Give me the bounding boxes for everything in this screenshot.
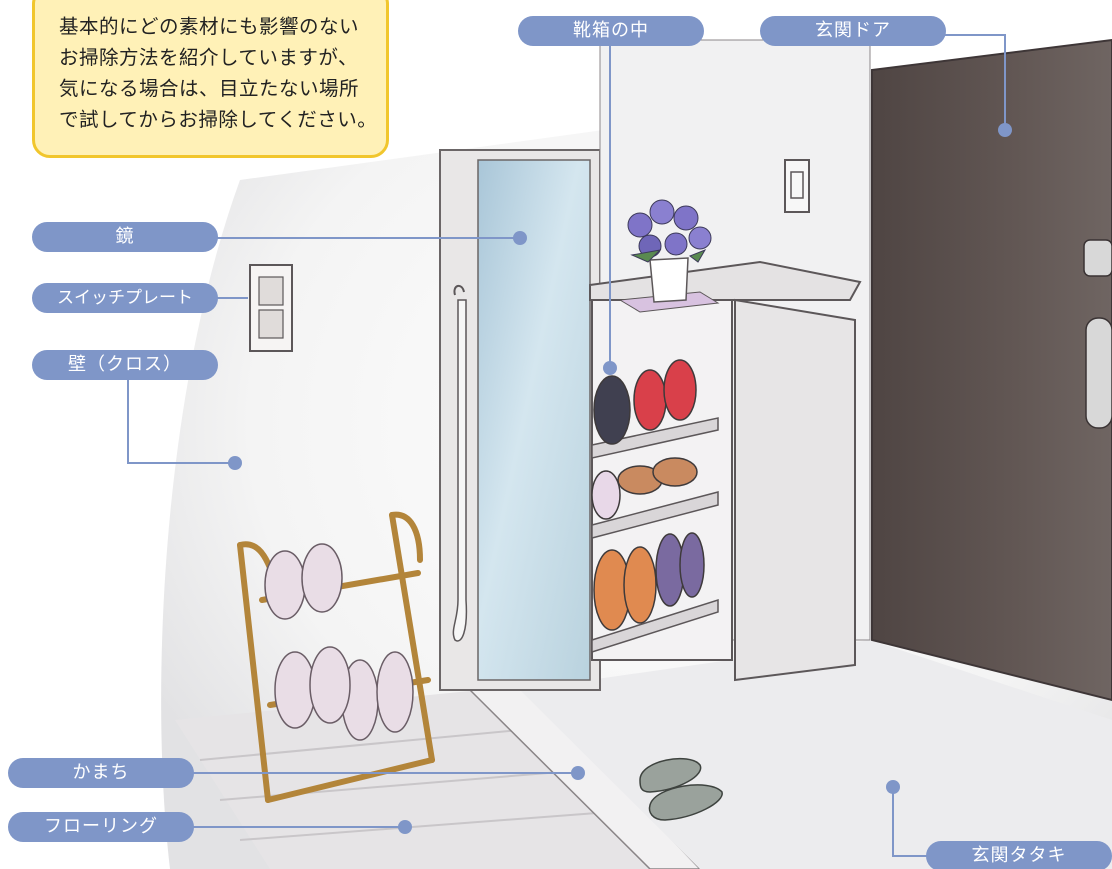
shoe-horn	[452, 299, 468, 642]
caution-note: 基本的にどの素材にも影響のない お掃除方法を紹介していますが、 気になる場合は、…	[32, 0, 389, 158]
caution-note-line-4: で試してからお掃除してください。	[59, 108, 378, 131]
leader-lines	[127, 34, 1006, 857]
label-wall-cloth: 壁（クロス）	[32, 350, 218, 380]
label-flooring: フローリング	[8, 812, 194, 842]
back-switch	[784, 159, 810, 213]
door-handle	[1083, 239, 1112, 429]
mirror-panel	[477, 159, 591, 681]
flowers	[627, 199, 712, 263]
label-mirror: 鏡	[32, 222, 218, 252]
label-entrance-door: 玄関ドア	[760, 16, 946, 46]
caution-note-line-1: 基本的にどの素材にも影響のない	[59, 15, 360, 38]
shoe-shelves	[591, 417, 719, 654]
caution-note-line-3: 気になる場合は、目立たない場所	[59, 77, 360, 100]
flower-pot	[649, 257, 689, 303]
label-shoebox-inside: 靴箱の中	[518, 16, 704, 46]
label-kamachi: かまち	[8, 758, 194, 788]
shoe-box-door	[734, 298, 856, 682]
leader-dots	[228, 123, 1012, 834]
door	[871, 38, 1112, 702]
shoes	[591, 359, 705, 631]
label-tataki: 玄関タタキ	[926, 841, 1112, 869]
slippers	[264, 543, 414, 741]
label-switch-plate: スイッチプレート	[32, 283, 218, 313]
caution-note-line-2: お掃除方法を紹介していますが、	[59, 46, 359, 69]
tataki-shoes	[639, 757, 723, 821]
floor	[175, 690, 720, 869]
